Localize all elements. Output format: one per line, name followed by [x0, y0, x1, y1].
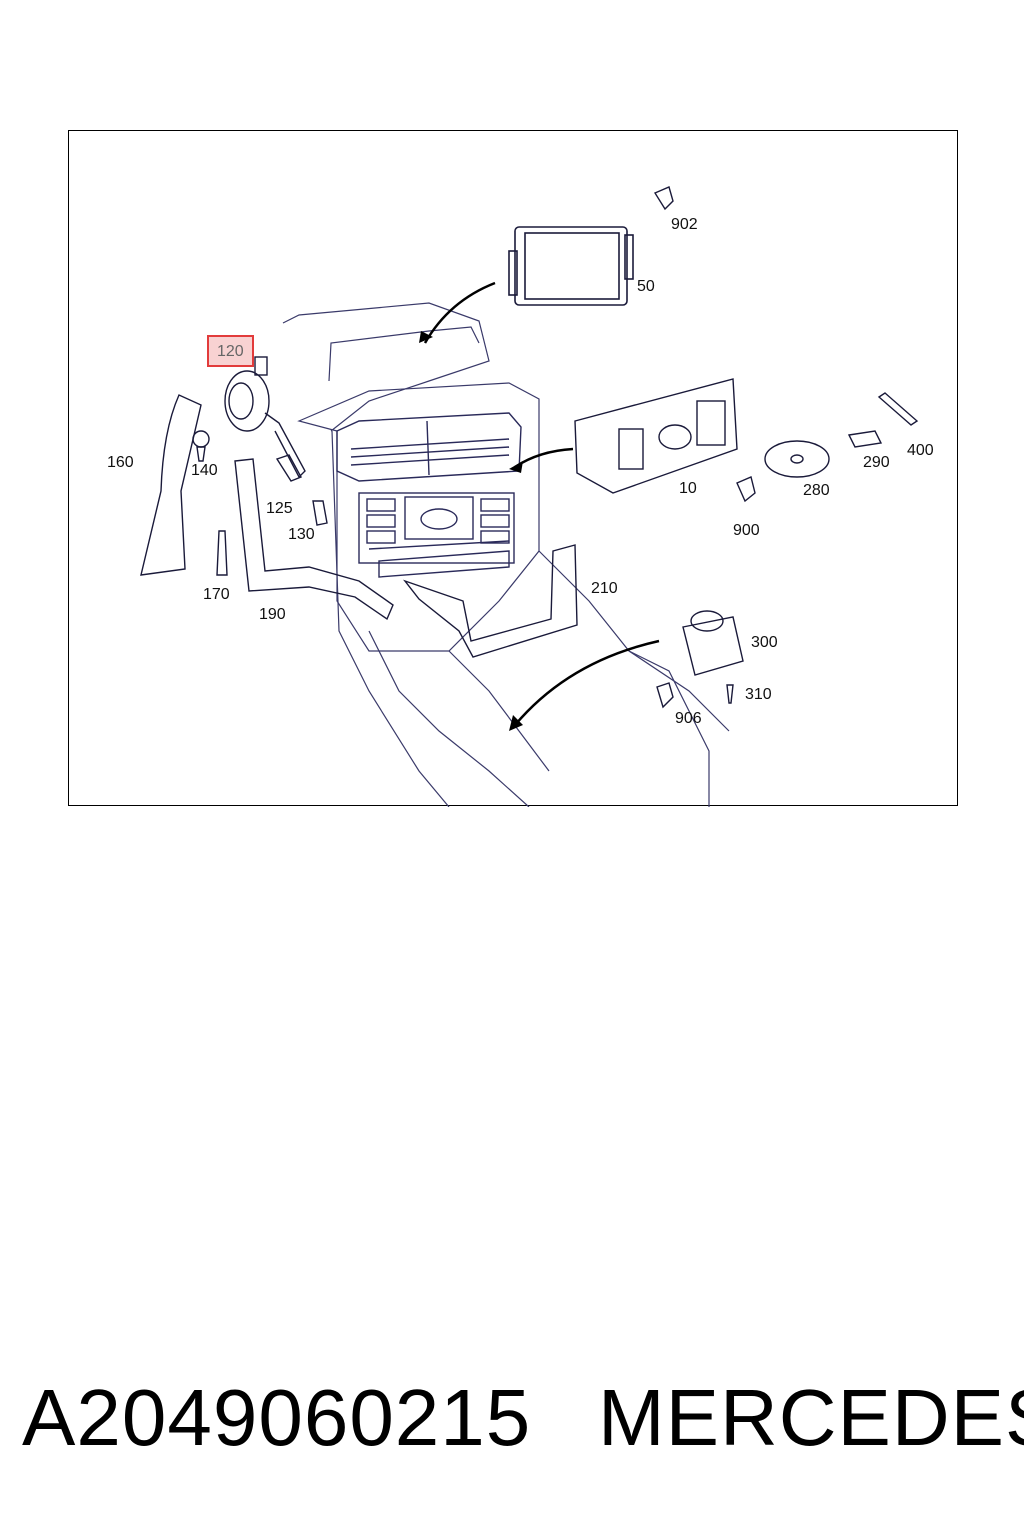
cd-disc-part	[764, 440, 830, 478]
callout-125: 125	[266, 500, 293, 517]
dashboard-outline	[282, 302, 730, 807]
callout-130: 130	[288, 526, 315, 543]
radio-arrow	[514, 447, 574, 469]
label-tag-902	[653, 186, 674, 211]
callout-906: 906	[675, 710, 702, 727]
callout-190: 190	[259, 606, 286, 623]
callout-300: 300	[751, 634, 778, 651]
air-duct-part-190	[234, 458, 394, 621]
label-tag-900	[736, 476, 756, 503]
callout-280: 280	[803, 482, 830, 499]
callout-50: 50	[637, 278, 655, 295]
callout-160: 160	[107, 454, 134, 471]
center-control-panel	[358, 492, 515, 578]
display-screen-part	[508, 226, 634, 306]
callout-10: 10	[679, 480, 697, 497]
callout-170: 170	[203, 586, 230, 603]
fan-motor-part-120	[224, 356, 306, 479]
card-part	[847, 430, 883, 448]
controller-part-300	[682, 610, 744, 676]
screw-part-310	[726, 684, 734, 704]
clip-part-125	[275, 454, 302, 482]
callout-120-highlighted: 120	[207, 335, 254, 367]
callout-290: 290	[863, 454, 890, 471]
callout-310: 310	[745, 686, 772, 703]
callout-400: 400	[907, 442, 934, 459]
brand-name: MERCEDES	[598, 1373, 1024, 1462]
usb-stick-part	[877, 392, 919, 426]
controller-arrow	[514, 639, 660, 726]
screw-part-140	[192, 430, 210, 462]
label-tag-906	[656, 682, 674, 709]
frame-part-210	[403, 544, 578, 658]
callout-140: 140	[191, 462, 218, 479]
part-number: A2049060215	[22, 1373, 532, 1462]
screen-arrow	[423, 281, 496, 344]
parts-diagram-frame: 902 50 120 160 140 125 130 170 190 10 90…	[68, 130, 958, 807]
callout-902: 902	[671, 216, 698, 233]
center-air-vents	[336, 412, 522, 482]
radio-unit-part	[574, 378, 738, 494]
exploded-parts-drawing	[140, 186, 919, 807]
clip-part-130	[312, 500, 328, 526]
callout-900: 900	[733, 522, 760, 539]
callout-210: 210	[591, 580, 618, 597]
air-duct-part-160	[140, 394, 202, 576]
pin-part-170	[216, 530, 228, 576]
